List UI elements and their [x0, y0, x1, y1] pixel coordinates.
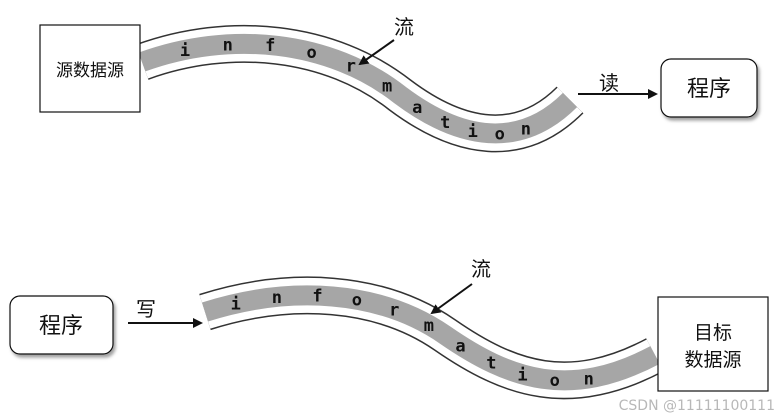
read-program-label: 程序	[687, 77, 731, 102]
source-data-label: 源数据源	[56, 61, 124, 81]
write-stream-letter: i	[231, 295, 241, 315]
read-stream-label: 流	[394, 15, 414, 39]
write-stream-letter: o	[352, 291, 362, 311]
target-data-label-line1: 目标	[694, 322, 732, 344]
write-stream-letter: n	[272, 288, 282, 308]
target-data-label-line2: 数据源	[684, 349, 741, 371]
read-stream-letter: n	[521, 119, 531, 139]
target-data-box	[658, 297, 768, 391]
read-stream-letter: m	[382, 77, 392, 97]
read-stream-letter: o	[495, 124, 505, 144]
write-stream-pointer-arrow	[432, 284, 472, 313]
read-stream-letter: n	[223, 35, 233, 55]
write-program-label: 程序	[39, 314, 83, 339]
write-stream-tube	[205, 295, 655, 380]
write-diagram: i n f o r m a t i o n 程序 写 流 目标 数据源	[10, 257, 768, 391]
read-stream-letter: r	[346, 57, 356, 77]
write-stream-letter: m	[424, 316, 434, 336]
read-stream-letter: f	[265, 36, 275, 56]
write-stream-letter: n	[584, 369, 594, 389]
read-stream-letter: t	[440, 113, 450, 133]
read-stream-letter: i	[180, 41, 190, 61]
write-stream-letter: i	[517, 365, 527, 385]
read-stream-letter: a	[412, 98, 422, 118]
read-stream-letter: i	[468, 122, 478, 142]
write-stream-letter: t	[486, 354, 496, 374]
read-stream-letter: o	[306, 43, 316, 63]
write-label: 写	[136, 297, 156, 321]
write-stream-letter: o	[550, 371, 560, 391]
read-label: 读	[599, 71, 619, 95]
write-stream-letter: f	[312, 287, 322, 307]
write-stream-letter: r	[389, 300, 399, 320]
watermark: CSDN @11111100111	[619, 398, 775, 414]
write-stream-letter: a	[455, 336, 465, 356]
write-stream-label: 流	[471, 257, 491, 281]
